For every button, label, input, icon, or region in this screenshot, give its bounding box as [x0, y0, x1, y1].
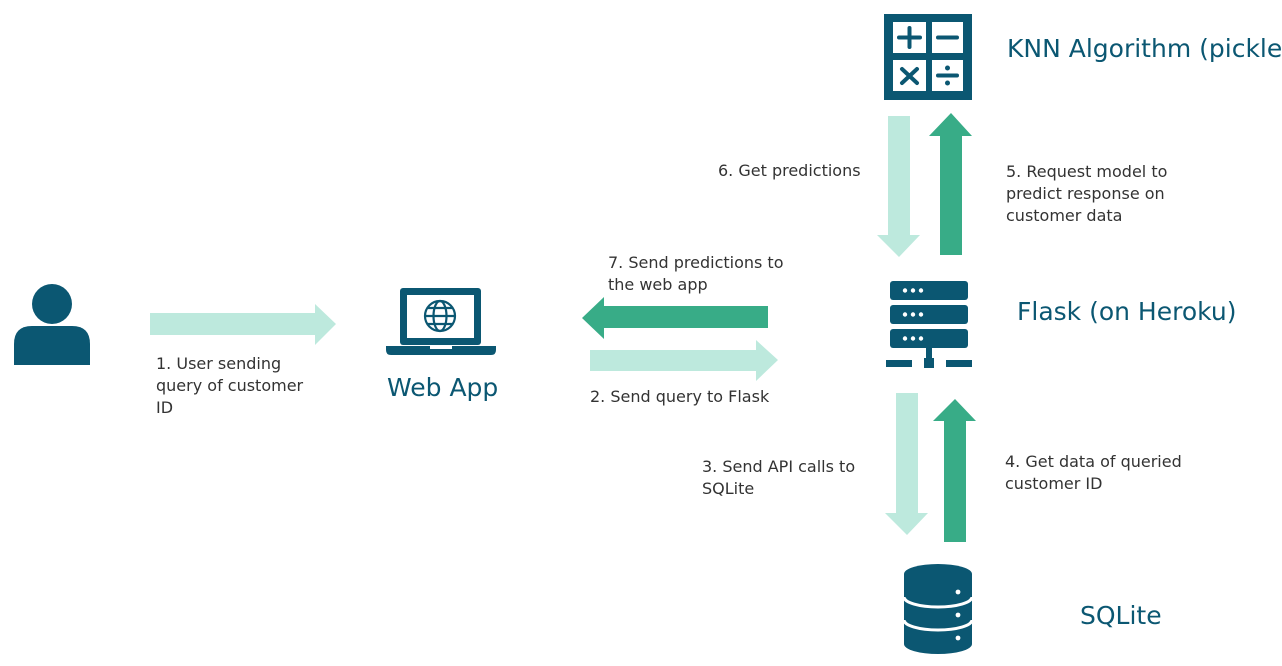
- calculator-icon: [884, 14, 972, 100]
- knn-label: KNN Algorithm (pickle): [1007, 34, 1282, 63]
- database-icon: [902, 564, 974, 654]
- laptop-globe-icon: [386, 288, 496, 355]
- server-icon: [886, 281, 972, 368]
- step5-label: 5. Request model to predict response on …: [1006, 162, 1173, 225]
- step2-label: 2. Send query to Flask: [590, 387, 770, 406]
- arrow-knn-to-flask: [877, 116, 920, 257]
- arrow-flask-to-knn: [929, 113, 972, 255]
- step3-label: 3. Send API calls to SQLite: [702, 457, 860, 498]
- step1-label: 1. User sending query of customer ID: [156, 354, 308, 417]
- sqlite-label: SQLite: [1080, 601, 1162, 630]
- step6-label: 6. Get predictions: [718, 161, 861, 180]
- flask-label: Flask (on Heroku): [1017, 297, 1236, 326]
- arrow-flask-to-webapp: [582, 297, 768, 339]
- step4-label: 4. Get data of queried customer ID: [1005, 452, 1187, 493]
- arrow-flask-to-sqlite: [885, 393, 928, 535]
- arrow-user-to-webapp: [150, 304, 336, 345]
- webapp-label: Web App: [387, 373, 498, 402]
- arrow-webapp-to-flask: [590, 340, 778, 381]
- user-icon: [14, 284, 90, 365]
- arrow-sqlite-to-flask: [933, 399, 976, 542]
- step7-label: 7. Send predictions to the web app: [608, 253, 789, 294]
